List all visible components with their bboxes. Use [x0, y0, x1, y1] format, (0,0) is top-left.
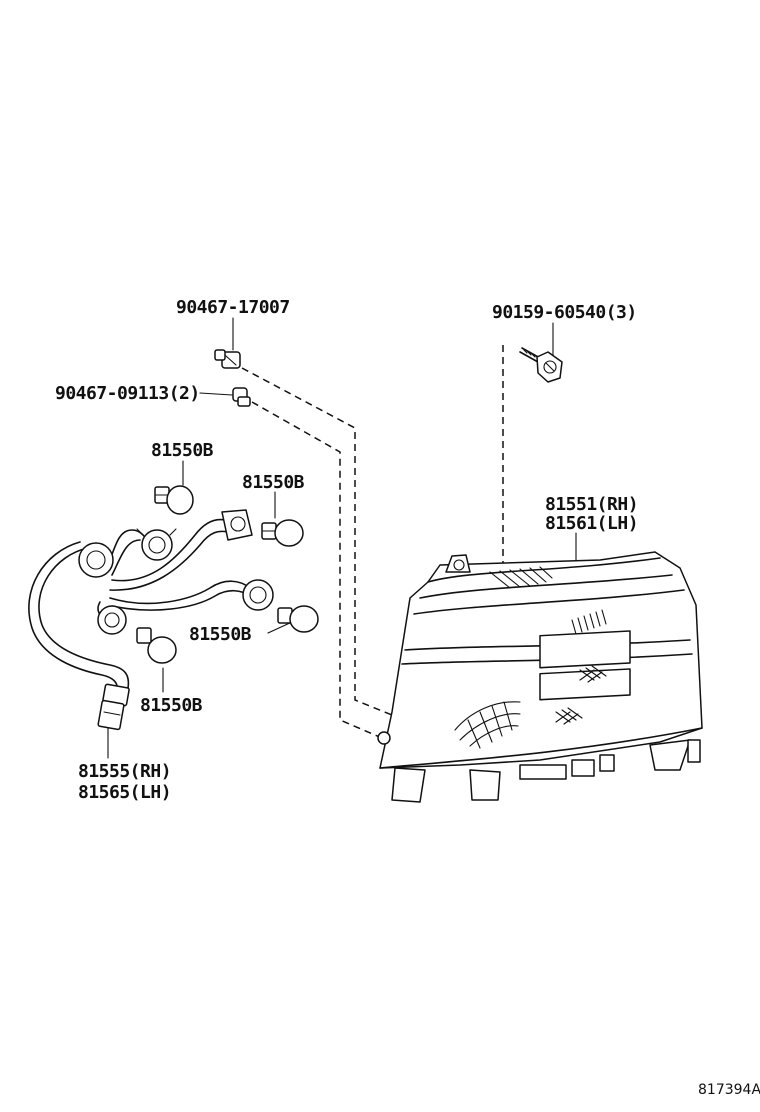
screw [519, 347, 563, 383]
tail-lamp-assembly [377, 551, 703, 803]
label-screw: 90159-60540(3) [492, 302, 637, 323]
wiring-harness [28, 509, 274, 731]
part-labels: 90467-17007 90467-09113(2) 90159-60540(3… [55, 297, 760, 1098]
figure-id: 817394A [698, 1082, 760, 1098]
bulb-mid-right [277, 605, 319, 633]
label-clip-top: 90467-17007 [176, 297, 290, 318]
bulb-lower [136, 627, 177, 664]
label-harness-rh: 81555(RH) [78, 761, 171, 782]
label-harness-lh: 81565(LH) [78, 782, 171, 803]
bulb-upper-right [261, 519, 304, 547]
label-bulb-upper-left: 81550B [151, 440, 214, 461]
label-clip-lower: 90467-09113(2) [55, 383, 200, 404]
label-lamp-rh: 81551(RH) [545, 494, 638, 515]
clip-lower [232, 387, 251, 407]
assembly-guide-lines [241, 345, 504, 739]
leader-lines [107, 317, 577, 759]
label-bulb-lower: 81550B [140, 695, 203, 716]
label-bulb-upper-right: 81550B [242, 472, 305, 493]
clip-upper [214, 349, 241, 369]
label-lamp-lh: 81561(LH) [545, 513, 638, 534]
bulb-upper-left [154, 485, 194, 515]
label-bulb-mid-right: 81550B [189, 624, 252, 645]
